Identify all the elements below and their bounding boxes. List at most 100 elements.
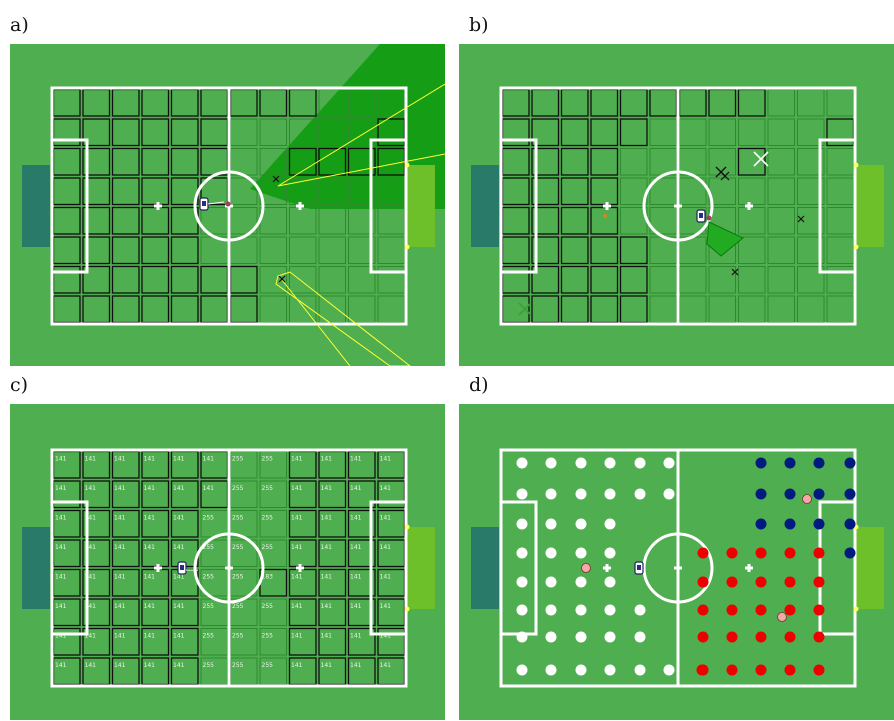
visited-cell [54, 149, 81, 176]
free-cell [768, 178, 795, 205]
visited-cell [621, 119, 648, 146]
white-position [546, 605, 557, 616]
visited-cell [231, 296, 258, 323]
visited-cell [621, 267, 648, 294]
cell-value: 141 [350, 633, 362, 640]
goal-left [471, 527, 499, 609]
ball [226, 202, 231, 207]
visited-cell [680, 90, 707, 117]
goal-left [22, 165, 50, 247]
visited-cell [142, 267, 169, 294]
visited-cell [54, 296, 81, 323]
red-position [727, 548, 738, 559]
panel-label-c: c) [10, 374, 28, 396]
red-position [785, 665, 796, 676]
free-cell [827, 178, 854, 205]
red-position [814, 577, 825, 588]
cell-value: 141 [114, 603, 126, 610]
white-position [664, 665, 675, 676]
visited-cell [142, 296, 169, 323]
goal-post [405, 163, 410, 168]
free-cell [349, 296, 376, 323]
blue-position [756, 458, 767, 469]
visited-cell [83, 296, 110, 323]
free-cell [260, 119, 287, 146]
cell-value: 141 [350, 515, 362, 522]
cell-value: 141 [380, 574, 392, 581]
red-position [785, 577, 796, 588]
visited-cell [260, 90, 287, 117]
free-cell [739, 267, 766, 294]
cell-value: 255 [232, 574, 244, 581]
free-cell [768, 267, 795, 294]
red-position [785, 605, 796, 616]
goal-right [856, 527, 884, 609]
cell-value: 141 [380, 456, 392, 463]
white-position [546, 548, 557, 559]
field-svg-a [10, 44, 445, 366]
visited-cell [113, 90, 140, 117]
visited-cell [113, 296, 140, 323]
free-cell [378, 267, 405, 294]
cell-value: 141 [380, 515, 392, 522]
free-cell [827, 149, 854, 176]
cell-value: 141 [55, 603, 67, 610]
visited-cell [562, 178, 589, 205]
free-cell [650, 296, 677, 323]
cell-value: 255 [232, 633, 244, 640]
free-cell [680, 267, 707, 294]
visited-cell [591, 90, 618, 117]
cell-value: 141 [291, 633, 303, 640]
cell-value: 141 [321, 544, 333, 551]
white-position [546, 577, 557, 588]
visited-cell [621, 237, 648, 264]
red-position [814, 665, 825, 676]
ball-estimate [603, 214, 607, 218]
cell-value: 141 [144, 456, 156, 463]
visited-cell [113, 119, 140, 146]
free-cell [798, 90, 825, 117]
cell-value: 141 [291, 485, 303, 492]
blue-position [785, 458, 796, 469]
goal-left [471, 165, 499, 247]
white-position [605, 458, 616, 469]
robot-body [180, 565, 184, 570]
cell-value: 141 [55, 662, 67, 669]
blue-position [845, 489, 856, 500]
visited-cell [142, 149, 169, 176]
visited-cell [54, 90, 81, 117]
visited-cell [142, 119, 169, 146]
goal-right [407, 165, 435, 247]
visited-cell [231, 267, 258, 294]
ball [803, 495, 812, 504]
white-position [517, 665, 528, 676]
cell-value: 255 [203, 574, 215, 581]
visited-cell [591, 208, 618, 235]
free-cell [319, 296, 346, 323]
cell-value: 255 [232, 603, 244, 610]
blue-position [814, 519, 825, 530]
visited-cell [231, 90, 258, 117]
white-position [517, 605, 528, 616]
cell-value: 141 [321, 603, 333, 610]
cell-value: 141 [321, 456, 333, 463]
free-cell [739, 178, 766, 205]
blue-position [814, 458, 825, 469]
blue-position [785, 489, 796, 500]
visited-cell [142, 237, 169, 264]
free-cell [827, 237, 854, 264]
cell-value: 141 [85, 662, 97, 669]
cell-value: 255 [262, 544, 274, 551]
free-cell [378, 237, 405, 264]
cell-value: 141 [291, 456, 303, 463]
free-cell [709, 267, 736, 294]
free-cell [680, 296, 707, 323]
cell-value: 141 [321, 574, 333, 581]
free-cell [768, 296, 795, 323]
white-position [605, 489, 616, 500]
cell-value: 255 [203, 662, 215, 669]
visited-cell [562, 149, 589, 176]
white-position [605, 548, 616, 559]
cell-value: 141 [380, 662, 392, 669]
white-position [605, 632, 616, 643]
